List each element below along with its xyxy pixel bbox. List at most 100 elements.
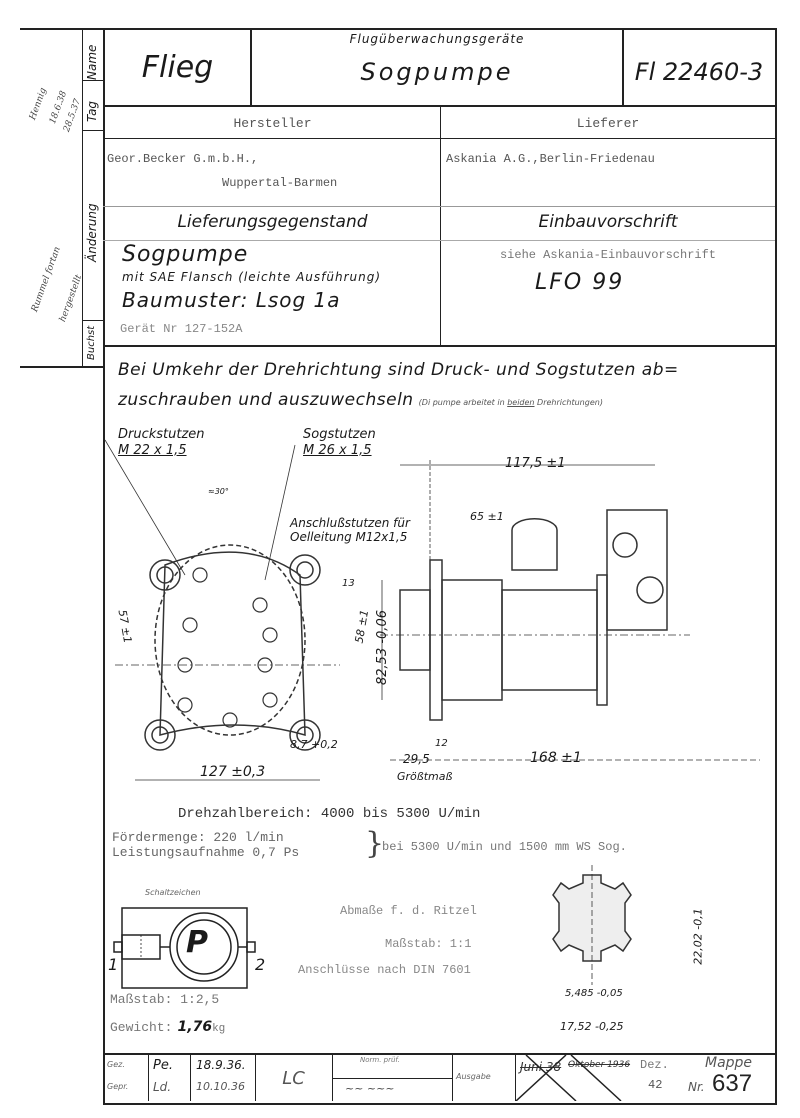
rotation-note-text: zuschrauben und auszuwechseln: [118, 390, 414, 410]
flow-rate: Fördermenge: 220 l/min: [112, 830, 284, 845]
rotation-note-line2: zuschrauben und auszuwechseln (Di pumpe …: [118, 390, 603, 410]
pinion-title: Abmaße f. d. Ritzel: [340, 904, 477, 918]
checked-date: 10.10.36: [196, 1080, 245, 1093]
manufacturer-city: Wuppertal-Barmen: [222, 176, 338, 190]
symbol-letter: P: [186, 925, 208, 960]
pump-front-view: [105, 439, 340, 781]
drawn-by: Pe.: [153, 1058, 173, 1073]
manufacturer-name: Geor.Becker G.m.b.H.,: [107, 152, 259, 166]
weight-unit: kg: [212, 1023, 226, 1035]
dim-65: 65 ±1: [470, 510, 504, 523]
drawing-frame: [103, 28, 777, 1105]
remark-emphasis: beiden: [507, 398, 535, 407]
dim-8-7: 8,7 +0,2: [290, 738, 338, 751]
speed-range: Drehzahlbereich: 4000 bis 5300 U/min: [178, 806, 481, 822]
column-date: Tag: [85, 100, 99, 122]
remark-pre: (Di pumpe arbeitet in: [418, 398, 508, 407]
approval-signature: ~~ ~~~: [345, 1082, 395, 1095]
valve-block: [606, 509, 668, 631]
pinion-connections: Anschlüsse nach DIN 7601: [298, 963, 471, 977]
dim-127: 127 ±0,3: [200, 764, 266, 780]
mount-hole: [289, 554, 321, 586]
manufacturer-heading: Hersteller: [233, 116, 312, 131]
folder-label: Mappe: [705, 1055, 753, 1071]
column-name: Name: [85, 44, 99, 80]
dim-29-5: 29,5: [403, 752, 430, 766]
suction-port-thread: M 26 x 1,5: [303, 443, 372, 458]
item-model: Baumuster: Lsog 1a: [122, 288, 341, 312]
department-label: Flieg: [141, 50, 214, 85]
housing-body: [501, 589, 598, 691]
document-number: Fl 22460-3: [634, 58, 764, 86]
housing-front: [441, 579, 503, 701]
remark-post: Drehrichtungen): [534, 398, 603, 407]
delivery-item-heading: Lieferungsgegenstand: [177, 212, 368, 232]
pinion-drawing: [552, 865, 632, 985]
weight: Gewicht: 1,76kg: [110, 1016, 225, 1035]
strikethrough-cross: [516, 1055, 622, 1101]
document-title: Sogpumpe: [360, 58, 514, 86]
issue-struck: Juni 38: [520, 1060, 562, 1074]
installation-code: LFO 99: [535, 270, 625, 295]
symbol-label: Schaltzeichen: [145, 888, 201, 897]
item-description: mit SAE Flansch (leichte Ausführung): [122, 270, 382, 284]
rotation-note-line1: Bei Umkehr der Drehrichtung sind Druck- …: [118, 360, 679, 380]
flange: [429, 559, 443, 721]
dim-13: 13: [342, 578, 355, 589]
angle-label: ≈30°: [208, 487, 229, 496]
supplier-heading: Lieferer: [576, 116, 640, 131]
dim-168: 168 ±1: [530, 750, 582, 766]
pressure-port-thread: M 22 x 1,5: [118, 443, 187, 458]
spec-condition: bei 5300 U/min und 1500 mm WS Sog.: [382, 840, 627, 854]
installation-reference: siehe Askania-Einbauvorschrift: [499, 248, 717, 262]
suction-port-label: Sogstutzen: [303, 427, 376, 442]
pinion-diameter: 22,02 -0,1: [691, 908, 705, 965]
pump-symbol: [113, 907, 256, 989]
rotation-remark: (Di pumpe arbeitet in beiden Drehrichtun…: [419, 398, 603, 407]
top-fitting: [511, 518, 558, 571]
drawn-date: 18.9.36.: [196, 1058, 246, 1072]
dim-117-5: 117,5 ±1: [505, 456, 566, 471]
approval-label: Norm. prüf.: [360, 1056, 400, 1064]
symbol-port-2: 2: [255, 955, 266, 974]
pump-housing-outline: [159, 551, 306, 737]
power-consumption: Leistungsaufnahme 0,7 Ps: [112, 845, 300, 860]
code: LC: [282, 1068, 305, 1089]
dec-label: Dez.: [640, 1058, 669, 1072]
pump-body-outline: [154, 544, 306, 736]
mount-hole: [289, 719, 321, 751]
issue-struck-2: Oktober 1936: [568, 1060, 631, 1070]
brace: }: [365, 826, 385, 861]
pinion-scale: Maßstab: 1:1: [385, 937, 472, 951]
category-label: Flugüberwachungsgeräte: [349, 32, 525, 46]
folder-number-label: Nr.: [688, 1080, 705, 1094]
drawn-label: Gez.: [107, 1060, 125, 1069]
issue-label: Ausgabe: [456, 1072, 491, 1081]
weight-label: Gewicht:: [110, 1020, 173, 1035]
item-name: Sogpumpe: [122, 242, 249, 267]
drive-shaft: [399, 589, 431, 671]
mount-hole: [149, 559, 181, 591]
dim-82-53: 82,53 -0,06: [375, 610, 390, 685]
column-letter: Buchst: [86, 325, 97, 360]
mount-hole: [144, 719, 176, 751]
installation-heading: Einbauvorschrift: [538, 212, 678, 232]
pump-side-view: [380, 460, 760, 761]
folder-number: 637: [712, 1070, 753, 1097]
revision-entry: Rummel fortan: [30, 245, 63, 314]
revision-entry: Hennig: [28, 86, 49, 122]
max-dimension-label: Größtmaß: [397, 770, 453, 783]
symbol-scale: Maßstab: 1:2,5: [110, 992, 220, 1007]
supplier-name: Askania A.G.,Berlin-Friedenau: [446, 152, 655, 166]
checked-label: Gepr.: [107, 1082, 129, 1091]
checked-by: Ld.: [153, 1080, 172, 1094]
oil-port-thread: Oelleitung M12x1,5: [290, 530, 408, 544]
dec-value: 42: [648, 1078, 663, 1092]
symbol-port-1: 1: [108, 955, 119, 974]
column-change: Änderung: [85, 203, 99, 262]
dim-12: 12: [435, 738, 448, 749]
pinion-tooth-width: 5,485 -0,05: [565, 988, 623, 999]
pressure-port-label: Druckstutzen: [118, 427, 205, 442]
pinion-root-diameter: 17,52 -0,25: [560, 1020, 624, 1033]
weight-value: 1,76: [177, 1019, 213, 1035]
